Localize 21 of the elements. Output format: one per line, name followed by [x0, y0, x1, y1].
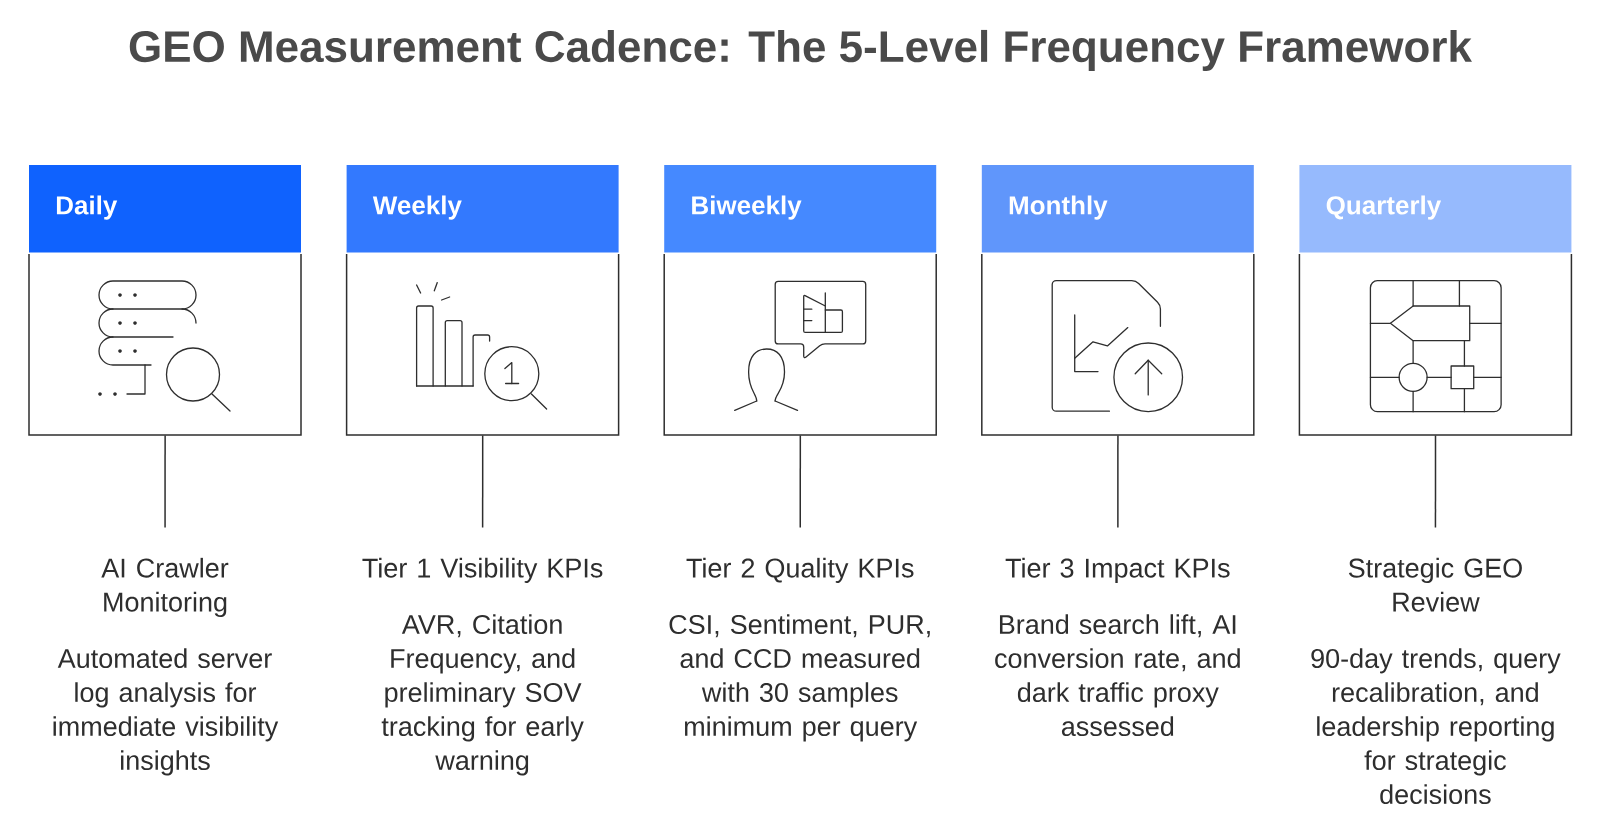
description-text: Automated server log analysis for immediate visibility insights: [53, 648, 279, 776]
column-heading: Strategic GEO Review: [1348, 557, 1522, 612]
column-heading: AI Crawler Monitoring: [101, 557, 229, 617]
connector-line: [1117, 434, 1119, 529]
description-text: Brand search lift, AI conversion rate, and dark traffic proxy assessed: [995, 614, 1240, 737]
connector-line: [481, 434, 484, 529]
header-card: Monthly: [981, 165, 1255, 436]
header-card: Daily: [28, 165, 302, 436]
description-text: 90-day trends, query recalibration, and leadership reporting for strategic decisions: [1311, 648, 1561, 805]
connector-line: [1434, 434, 1437, 529]
header-card: Weekly: [345, 165, 620, 436]
connector-line: [164, 434, 166, 529]
header-card: Biweekly: [663, 165, 937, 436]
header-card: Quarterly: [1298, 165, 1573, 436]
description-text: AVR, Citation Frequency, and preliminary SOV tracking for early warning: [381, 614, 584, 776]
title: GEO Measurement Cadence: The 5-Level Frequency Framework: [129, 29, 1472, 71]
description-text: CSI, Sentiment, PUR, and CCD measured with 30 samples minimum per query: [669, 614, 930, 742]
column-heading: Tier 2 Quality KPIs: [686, 557, 914, 583]
column-heading: Tier 1 Visibility KPIs: [362, 557, 603, 583]
column-heading: Tier 3 Impact KPIs: [1005, 557, 1230, 583]
connector-line: [799, 434, 802, 529]
